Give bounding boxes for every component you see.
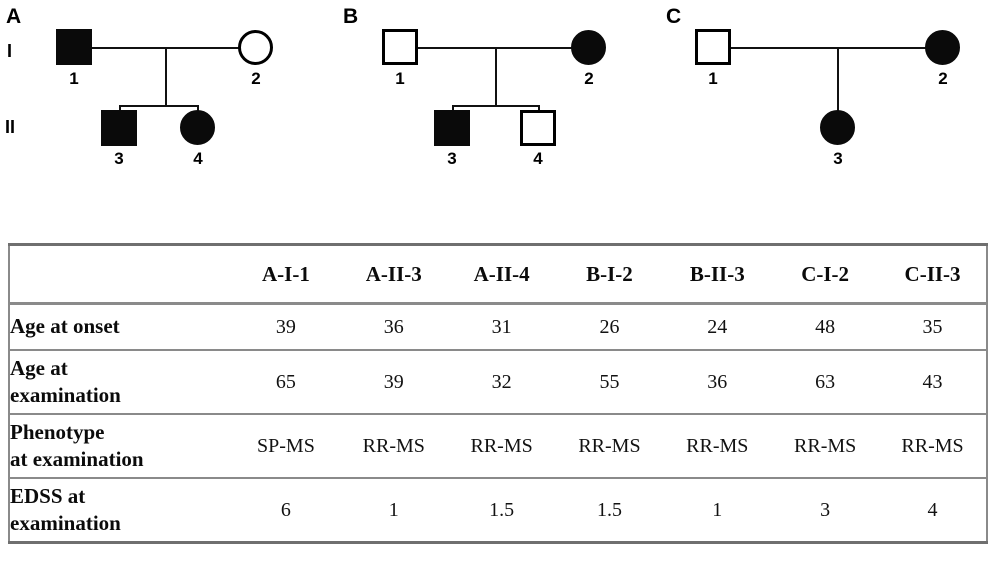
pedigree-panel-b: B 1 2 3 4 <box>330 0 660 200</box>
mating-line-c <box>730 47 926 49</box>
cell-age-onset-a-ii-3: 36 <box>339 302 448 351</box>
cell-age-onset-c-i-2: 48 <box>771 302 880 351</box>
pedigree-symbol-b-i-1 <box>382 29 418 65</box>
pedigree-symbol-a-ii-3 <box>101 110 137 146</box>
pedigree-id-b-ii-4: 4 <box>533 149 543 168</box>
table-row: Phenotype at examination SP-MS RR-MS RR-… <box>9 413 987 479</box>
pedigree-symbol-a-i-1 <box>56 29 92 65</box>
pedigree-symbol-c-i-2 <box>925 30 960 65</box>
generation-label-II: II <box>5 117 16 137</box>
pedigree-id-a-i-2: 2 <box>251 69 261 88</box>
pedigree-id-a-ii-3: 3 <box>114 149 124 168</box>
column-header-a-ii-4: A-II-4 <box>447 244 556 305</box>
row-label-line: examination <box>10 383 121 407</box>
sibship-line-b <box>452 105 539 107</box>
panel-letter-b: B <box>343 5 359 28</box>
panel-letter-a: A <box>6 5 22 28</box>
cell-phenotype-b-i-2: RR-MS <box>555 413 664 479</box>
cell-age-exam-a-i-1: 65 <box>232 349 340 415</box>
row-label-age-at-examination: Age at examination <box>9 349 232 415</box>
cell-phenotype-a-ii-3: RR-MS <box>339 413 448 479</box>
row-label-phenotype-at-examination: Phenotype at examination <box>9 413 232 479</box>
sib-drop-a-4 <box>197 105 199 111</box>
mating-line-b <box>417 47 572 49</box>
column-header-b-ii-3: B-II-3 <box>663 244 772 305</box>
pedigree-symbol-a-ii-4 <box>180 110 215 145</box>
cell-age-exam-c-i-2: 63 <box>771 349 880 415</box>
row-label-line: at examination <box>10 447 144 471</box>
clinical-data-table-wrapper: A-I-1 A-II-3 A-II-4 B-I-2 B-II-3 C-I-2 C… <box>8 243 988 544</box>
pedigree-id-b-i-1: 1 <box>395 69 405 88</box>
row-label-line: Phenotype <box>10 419 105 444</box>
cell-edss-a-ii-3: 1 <box>339 477 448 544</box>
row-label-line: Age at onset <box>10 314 120 339</box>
descent-line-c <box>837 47 839 111</box>
table-row: Age at examination 65 39 32 55 36 63 43 <box>9 349 987 415</box>
column-header-b-i-2: B-I-2 <box>555 244 664 305</box>
cell-edss-a-ii-4: 1.5 <box>447 477 556 544</box>
column-header-a-i-1: A-I-1 <box>232 244 340 305</box>
pedigree-figure: I II A 1 2 3 4 B 1 <box>0 0 1000 200</box>
cell-age-onset-a-ii-4: 31 <box>447 302 556 351</box>
column-header-a-ii-3: A-II-3 <box>339 244 448 305</box>
descent-line-b <box>495 47 497 105</box>
cell-edss-a-i-1: 6 <box>232 477 340 544</box>
pedigree-symbol-a-i-2 <box>238 30 273 65</box>
pedigree-symbol-b-i-2 <box>571 30 606 65</box>
cell-phenotype-a-i-1: SP-MS <box>232 413 340 479</box>
cell-age-onset-b-ii-3: 24 <box>663 302 772 351</box>
pedigree-id-c-i-1: 1 <box>708 69 718 88</box>
sibship-line-a <box>119 105 198 107</box>
pedigree-symbol-c-i-1 <box>695 29 731 65</box>
pedigree-panel-c: C 1 2 3 <box>660 0 1000 200</box>
pedigree-id-a-i-1: 1 <box>69 69 79 88</box>
cell-edss-b-ii-3: 1 <box>663 477 772 544</box>
cell-age-onset-a-i-1: 39 <box>232 302 340 351</box>
table-header: A-I-1 A-II-3 A-II-4 B-I-2 B-II-3 C-I-2 C… <box>9 244 987 305</box>
table-corner-cell <box>9 244 232 305</box>
sib-drop-a-3 <box>119 105 121 111</box>
sib-drop-b-4 <box>538 105 540 111</box>
cell-age-onset-b-i-2: 26 <box>555 302 664 351</box>
cell-phenotype-b-ii-3: RR-MS <box>663 413 772 479</box>
row-label-line: EDSS at <box>10 483 86 508</box>
column-header-c-ii-3: C-II-3 <box>879 244 987 305</box>
pedigree-symbol-b-ii-3 <box>434 110 470 146</box>
cell-phenotype-c-ii-3: RR-MS <box>879 413 987 479</box>
sib-drop-b-3 <box>452 105 454 111</box>
generation-label-I: I <box>7 41 13 61</box>
pedigree-panel-a: A 1 2 3 4 <box>0 0 330 200</box>
table-row: Age at onset 39 36 31 26 24 48 35 <box>9 302 987 351</box>
cell-phenotype-c-i-2: RR-MS <box>771 413 880 479</box>
pedigree-id-c-ii-3: 3 <box>833 149 843 168</box>
clinical-data-table: A-I-1 A-II-3 A-II-4 B-I-2 B-II-3 C-I-2 C… <box>8 243 988 544</box>
cell-age-onset-c-ii-3: 35 <box>879 302 987 351</box>
cell-edss-c-ii-3: 4 <box>879 477 987 544</box>
pedigree-id-c-i-2: 2 <box>938 69 948 88</box>
row-label-edss-at-examination: EDSS at examination <box>9 477 232 544</box>
cell-edss-b-i-2: 1.5 <box>555 477 664 544</box>
pedigree-id-b-ii-3: 3 <box>447 149 457 168</box>
table-row: EDSS at examination 6 1 1.5 1.5 1 3 4 <box>9 477 987 544</box>
cell-edss-c-i-2: 3 <box>771 477 880 544</box>
cell-phenotype-a-ii-4: RR-MS <box>447 413 556 479</box>
pedigree-id-b-i-2: 2 <box>584 69 594 88</box>
table-body: Age at onset 39 36 31 26 24 48 35 Age at… <box>9 302 987 544</box>
row-label-age-at-onset: Age at onset <box>9 302 232 351</box>
table-header-row: A-I-1 A-II-3 A-II-4 B-I-2 B-II-3 C-I-2 C… <box>9 244 987 305</box>
pedigree-symbol-b-ii-4 <box>520 110 556 146</box>
pedigree-symbol-c-ii-3 <box>820 110 855 145</box>
descent-line-a <box>165 47 167 105</box>
column-header-c-i-2: C-I-2 <box>771 244 880 305</box>
row-label-line: Age at <box>10 355 68 380</box>
pedigree-id-a-ii-4: 4 <box>193 149 203 168</box>
cell-age-exam-b-ii-3: 36 <box>663 349 772 415</box>
panel-letter-c: C <box>666 5 682 28</box>
cell-age-exam-a-ii-3: 39 <box>339 349 448 415</box>
cell-age-exam-a-ii-4: 32 <box>447 349 556 415</box>
cell-age-exam-b-i-2: 55 <box>555 349 664 415</box>
cell-age-exam-c-ii-3: 43 <box>879 349 987 415</box>
row-label-line: examination <box>10 511 121 535</box>
